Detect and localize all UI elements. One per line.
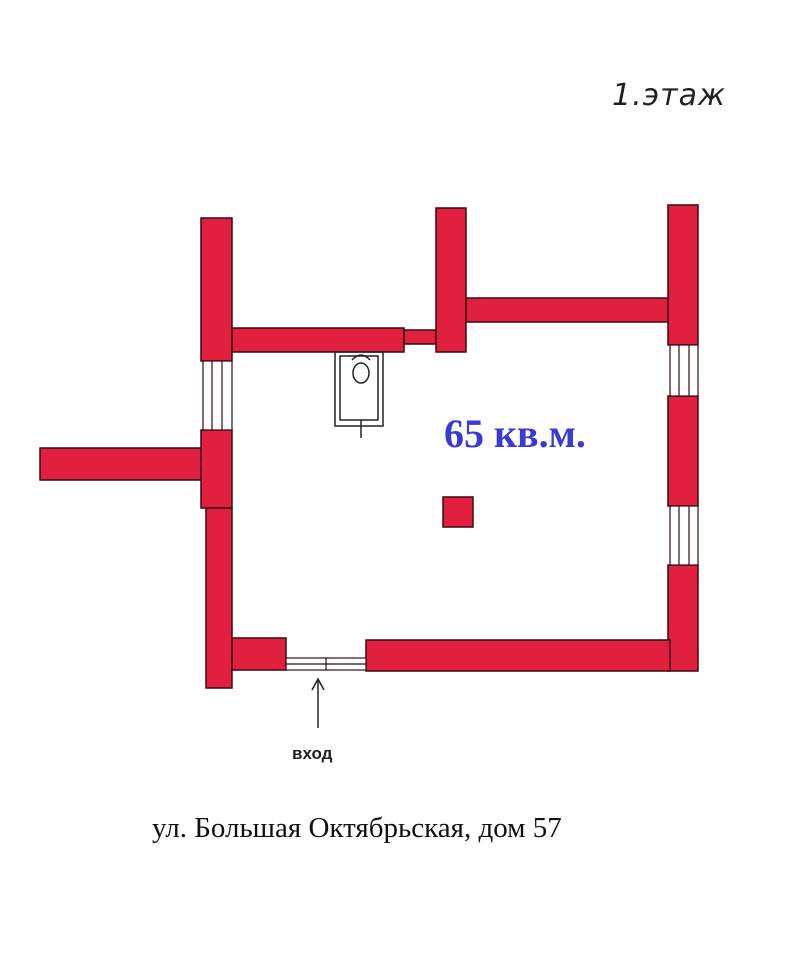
toilet-icon bbox=[334, 351, 384, 438]
south-wall-left bbox=[231, 637, 287, 671]
address-label: ул. Большая Октябрьская, дом 57 bbox=[152, 812, 562, 844]
window-icon bbox=[669, 505, 699, 566]
west-wall-middle bbox=[200, 429, 233, 509]
east-wall-lower bbox=[667, 564, 699, 672]
west-wall-lower bbox=[205, 507, 233, 689]
central-column bbox=[442, 496, 474, 528]
entrance-door bbox=[285, 657, 367, 671]
middle-pier bbox=[435, 207, 467, 353]
window-icon bbox=[669, 344, 699, 397]
east-wall-top bbox=[667, 204, 699, 346]
window-icon bbox=[202, 360, 233, 431]
north-wall-gap bbox=[403, 329, 437, 345]
walls bbox=[39, 204, 699, 689]
floor-label: 1.этаж bbox=[612, 78, 726, 113]
south-wall-right bbox=[365, 639, 671, 672]
entrance-arrow-icon bbox=[311, 677, 325, 728]
windows bbox=[202, 344, 699, 671]
west-wall-top bbox=[200, 217, 233, 362]
west-stub-wall bbox=[39, 447, 209, 481]
north-wall-left bbox=[231, 327, 405, 353]
north-wall-right bbox=[465, 297, 671, 323]
east-wall-middle bbox=[667, 395, 699, 507]
entrance-label: вход bbox=[292, 744, 333, 763]
area-label: 65 кв.м. bbox=[444, 411, 586, 456]
